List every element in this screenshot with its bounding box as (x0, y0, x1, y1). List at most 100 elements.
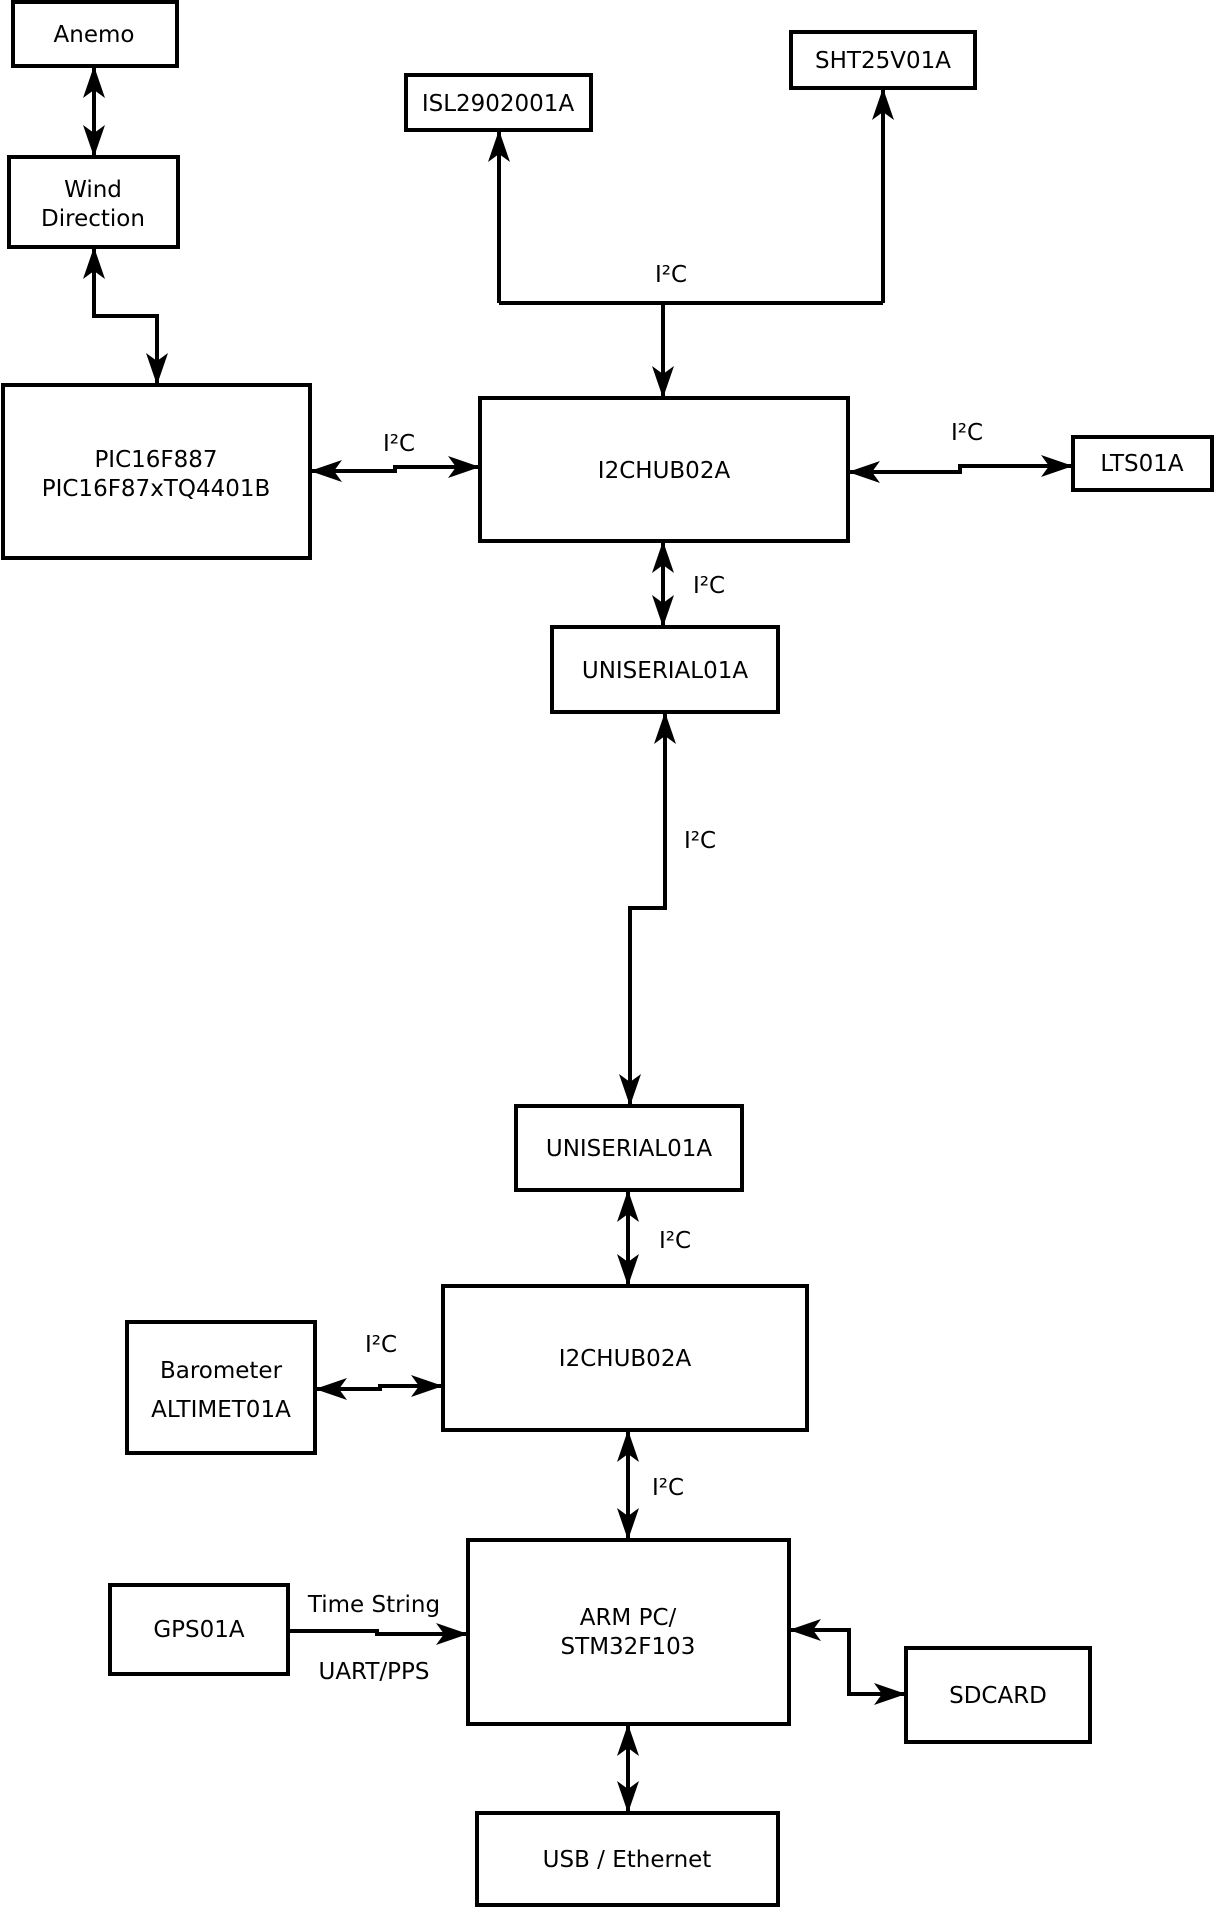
arrowhead-up-icon (83, 247, 105, 279)
edge-label-gps-arm-uart: UART/PPS (318, 1659, 429, 1685)
connector-uniserial1-uniserial2 (619, 712, 676, 1106)
node-label-pic-0: PIC16F887 (94, 447, 217, 473)
arrowhead-left-icon (848, 461, 880, 483)
edge-label-hub2-arm: I²C (652, 1475, 684, 1501)
node-label-sht-0: SHT25V01A (815, 48, 951, 74)
arrowhead-left-icon (315, 1378, 347, 1400)
node-box-gps (108, 1583, 290, 1676)
connector-pic-hub1 (310, 456, 480, 482)
edge-label-uniserial1-uniserial2: I²C (684, 828, 716, 854)
node-label-arm-1: STM32F103 (561, 1634, 696, 1660)
connector-uniserial2-hub2 (617, 1190, 639, 1286)
node-label-usb-0: USB / Ethernet (543, 1847, 712, 1873)
node-box-sht (789, 30, 977, 90)
arrowhead-down-icon (619, 1074, 641, 1106)
node-box-isl (404, 73, 593, 132)
node-hub1: I2CHUB02A (478, 396, 850, 543)
node-gps: GPS01A (108, 1583, 290, 1676)
node-uniserial2: UNISERIAL01A (514, 1104, 744, 1192)
node-box-anemo (11, 0, 179, 68)
node-label-uniserial1-0: UNISERIAL01A (582, 658, 749, 684)
connector-line-hub1-lts (848, 464, 1073, 474)
connector-hub1-lts (848, 455, 1073, 483)
arrowhead-right-icon (1041, 455, 1073, 477)
node-label-wind-1: Direction (41, 206, 145, 232)
edge-label-hub1-lts: I²C (951, 420, 983, 446)
node-usb: USB / Ethernet (475, 1811, 780, 1907)
node-hub2: I2CHUB02A (441, 1284, 809, 1432)
arrowhead-down-icon (617, 1508, 639, 1540)
arrowhead-down-icon (617, 1254, 639, 1286)
arrowhead-down-icon (617, 1781, 639, 1813)
arrowhead-up-icon (617, 1430, 639, 1462)
arrowhead-down-icon (146, 353, 168, 385)
connector-line-uniserial1-uniserial2 (628, 712, 667, 1106)
edge-label-uniserial2-hub2: I²C (659, 1228, 691, 1254)
connector-line-pic-hub1 (310, 465, 480, 473)
node-label-barometer-0: Barometer (160, 1358, 283, 1384)
connector-bus-sht (872, 88, 894, 303)
node-box-usb (475, 1811, 780, 1907)
arrowhead-left-icon (310, 460, 342, 482)
node-label-isl-0: ISL2902001A (422, 91, 575, 117)
node-box-uniserial1 (550, 625, 780, 714)
node-anemo: Anemo (11, 0, 179, 68)
connector-bus-hub1 (652, 303, 674, 398)
edge-label-pic-hub1: I²C (383, 431, 415, 457)
connector-barometer-hub2 (315, 1375, 443, 1400)
connector-anemo-wind (83, 66, 105, 157)
node-box-lts (1071, 435, 1214, 492)
node-box-uniserial2 (514, 1104, 744, 1192)
connector-hub1-uniserial1 (652, 541, 674, 627)
arrowhead-right-icon (448, 456, 480, 478)
arrowhead-right-icon (436, 1623, 468, 1645)
connector-gps-arm (288, 1623, 468, 1645)
connector-arm-sdcard (789, 1619, 906, 1705)
arrowhead-up-icon (617, 1724, 639, 1756)
node-label-gps-0: GPS01A (153, 1617, 245, 1643)
node-label-arm-0: ARM PC/ (580, 1605, 677, 1631)
connector-line-gps-arm (288, 1629, 468, 1636)
node-label-anemo-0: Anemo (54, 22, 135, 48)
connector-line-barometer-hub2 (315, 1384, 443, 1391)
connector-line-wind-pic (92, 247, 159, 385)
connector-line-arm-sdcard (789, 1628, 906, 1696)
node-label-uniserial2-0: UNISERIAL01A (546, 1136, 713, 1162)
node-label-hub1-0: I2CHUB02A (598, 458, 731, 484)
node-box-wind (7, 155, 180, 249)
node-label-wind-0: Wind (64, 177, 122, 203)
node-box-sdcard (904, 1646, 1092, 1744)
connector-bus-isl (488, 130, 510, 303)
node-box-pic (1, 383, 312, 560)
edge-label-bus: I²C (655, 262, 687, 288)
edge-label-gps-arm-time: Time String (307, 1592, 440, 1618)
node-sht: SHT25V01A (789, 30, 977, 90)
arrowhead-down-icon (83, 125, 105, 157)
arrowhead-down-icon (652, 595, 674, 627)
edge-label-barometer-hub2: I²C (365, 1332, 397, 1358)
node-label-sdcard-0: SDCARD (949, 1683, 1047, 1709)
arrowhead-up-icon (652, 541, 674, 573)
arrowhead-up-icon (617, 1190, 639, 1222)
node-arm: ARM PC/STM32F103 (466, 1538, 791, 1726)
node-label-lts-0: LTS01A (1100, 451, 1184, 477)
connector-wind-pic (83, 247, 168, 385)
arrowhead-up-icon (488, 130, 510, 162)
node-box-arm (466, 1538, 791, 1726)
node-label-barometer-1: ALTIMET01A (151, 1397, 291, 1423)
arrowhead-up-icon (83, 66, 105, 98)
arrowhead-left-icon (789, 1619, 821, 1641)
arrowhead-up-icon (654, 712, 676, 744)
connector-arm-usb (617, 1724, 639, 1813)
node-isl: ISL2902001A (404, 73, 593, 132)
node-label-hub2-0: I2CHUB02A (559, 1346, 692, 1372)
edge-label-hub1-uniserial1: I²C (693, 573, 725, 599)
node-box-hub1 (478, 396, 850, 543)
arrowhead-right-icon (411, 1375, 443, 1397)
node-label-pic-1: PIC16F87xTQ4401B (42, 476, 271, 502)
